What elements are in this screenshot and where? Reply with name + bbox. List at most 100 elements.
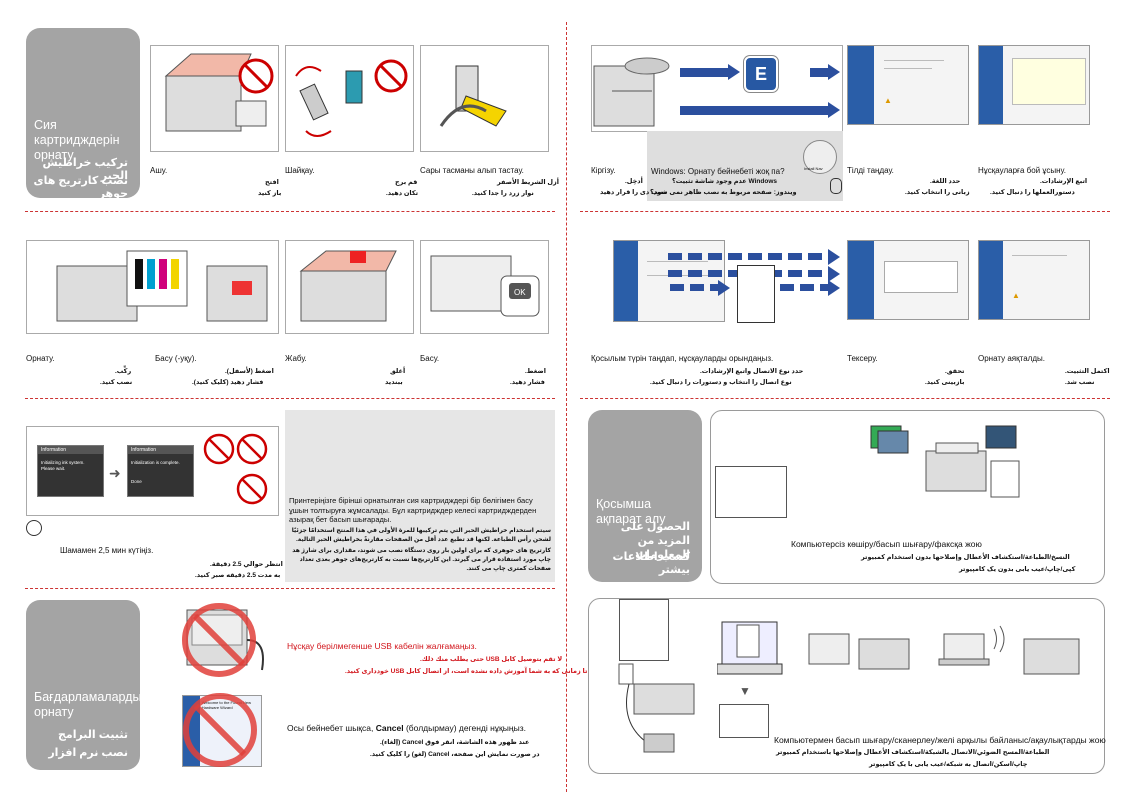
ink-install-title: Сия картридждерін орнату <box>34 118 120 162</box>
network-guide-panel: ▼ Компьютермен басып шығару/сканерлеу/же… <box>588 598 1106 774</box>
press-ok-illustration: OK <box>420 240 549 334</box>
step-press-down-kz: Басу (-уқу). <box>155 354 197 363</box>
install-navi-label: Install Nav <box>804 166 823 171</box>
cd-arrow-3-bar <box>680 106 830 115</box>
copy-without-computer-panel: Компьютерсіз көшіру/басып шығару/факсқа … <box>710 410 1105 584</box>
step-tape-ar2: نوار زرد را جدا کنید. <box>472 190 534 197</box>
step-lang-kz: Тілді таңдау. <box>847 166 894 175</box>
warning-icon: ▲ <box>884 96 892 105</box>
step-close-ar2: ببندید <box>385 379 403 386</box>
shake-cartridge-illustration <box>285 45 414 152</box>
fold-line-left-2 <box>25 398 555 399</box>
license-window <box>978 45 1090 125</box>
lcd-complete: Information Initialization is complete. … <box>127 445 194 497</box>
usb-warning-ar2: تا زمانی که به شما آموزش داده نشده است، … <box>345 668 588 675</box>
software-install-ar-2: نصب نرم افزار <box>48 747 128 759</box>
cd-arrow-2-bar <box>810 68 830 77</box>
step-press-kz: Басу. <box>420 354 440 363</box>
lcd-initializing: Information Initializing ink system. Ple… <box>37 445 104 497</box>
language-select-window: ▲ <box>847 45 969 125</box>
step-press-down-ar2: فشار دهید (کلیک کنید). <box>192 379 264 386</box>
step-connection-kz: Қосылым түрін таңдап, нұсқауларды орында… <box>591 354 774 363</box>
step-press-down-ar1: اضغط (لأسفل). <box>225 368 274 375</box>
check-window <box>847 240 969 320</box>
step-shake-ar1: قم برج <box>395 179 418 186</box>
cancel-instruction-kz: Осы бейнебет шықса, Cancel (болдырмау) д… <box>287 723 526 733</box>
copy-ar1: النسخ/الطباعة/استكشاف الأعطال وإصلاحها ب… <box>861 554 1070 561</box>
lcd2-line1: Initialization is complete. <box>131 460 180 465</box>
ink-note-kz: Принтеріңізге бірінші орнатылған сия кар… <box>289 496 537 524</box>
step-insert-ar1: أدخِل. <box>625 178 643 185</box>
dashed-arrow-middle-head <box>828 266 840 282</box>
license-text-area <box>1012 58 1086 105</box>
lcd2-done: Done <box>131 479 142 484</box>
software-install-ar-1: تثبيت البرامج <box>57 729 128 741</box>
insert-cd-illustration: E <box>591 45 843 132</box>
lcd-next-arrow: ➜ <box>109 465 121 481</box>
dashed-arrow-bottom-head <box>718 280 730 296</box>
step-connection-ar2: نوع اتصال را انتخاب و دستورات را دنبال ک… <box>650 379 792 386</box>
license-window-side <box>979 46 1004 124</box>
wait-time-ar2: به مدت 2.5 دقیقه صبر کنید. <box>195 572 281 579</box>
step-complete-kz: Орнату аяқталды. <box>978 354 1045 363</box>
finish-window-line <box>1012 255 1067 256</box>
close-scanner-illustration <box>285 240 414 334</box>
dashed-arrow-top <box>668 253 828 260</box>
epson-cd-icon: E <box>744 56 778 92</box>
cd-arrow-1-head <box>728 64 740 80</box>
ink-note-ar2: کارتریج های جوهری که برای اولین بار روی … <box>292 548 551 572</box>
step-lang-ar1: حدد اللغة. <box>930 178 961 185</box>
cancel-instruction-bold: Cancel <box>375 723 404 733</box>
step-check-ar1: تحقق. <box>945 368 965 375</box>
step-follow-ar1: اتبع الإرشادات. <box>1040 178 1088 185</box>
step-shake-kz: Шайқау. <box>285 166 315 175</box>
dashed-arrow-bottom-2 <box>780 284 828 291</box>
connection-window-line <box>647 261 708 262</box>
step-complete-ar2: نصب شد. <box>1065 379 1095 386</box>
fold-line-right-2 <box>580 398 1110 399</box>
wizard-title: Welcome to the Found New Hardware Wizard <box>201 700 252 710</box>
dashed-arrow-bottom-2-head <box>828 280 840 296</box>
fold-line-left-1 <box>25 211 555 212</box>
step-tape-kz: Сары тасманы алып тастау. <box>420 166 524 175</box>
network-kz: Компьютермен басып шығару/сканерлеу/желі… <box>774 735 1106 745</box>
step-open-ar1: افتح <box>265 179 279 186</box>
devices-network-illustration <box>804 614 1094 689</box>
network-ar2: چاپ/اسکن/اتصال به شبکه/عیب یابی با یک کا… <box>869 761 1028 768</box>
step-check-kz: Тексеру. <box>847 354 878 363</box>
install-navi-icon <box>803 140 837 174</box>
step-insert-ar2: نصب دی را قرار دهید <box>600 189 667 196</box>
printer-fax-illustration <box>609 659 709 759</box>
down-arrow-icon: ▼ <box>739 684 751 698</box>
step-follow-ar2: دستورالعملها را دنبال کنید. <box>990 189 1075 196</box>
copy-ar2: کپی/چاپ/عیب یابی بدون یک کامپیوتر <box>959 566 1076 573</box>
software-install-tab: Бағдарламаларды орнату تثبيت البرامج نصب… <box>26 600 142 770</box>
no-usb-illustration <box>172 600 267 680</box>
windows-note-line1: Windows عدم وجود شاشة تثبيت؟ <box>672 178 778 185</box>
remove-yellow-tape-illustration <box>420 45 549 152</box>
step-open-kz: Ашу. <box>150 166 168 175</box>
lcd-sequence-illustration: Information Initializing ink system. Ple… <box>26 426 279 516</box>
cancel-instruction-post: (болдырмау) дегенді нұқыңыз. <box>403 723 526 733</box>
more-info-tab: Қосымша ақпарат алу الحصول على المزيد من… <box>588 410 702 582</box>
step-press-ar2: فشار دهید. <box>510 379 545 386</box>
step-check-ar2: بازبینی کنید. <box>925 379 965 386</box>
printer-photos-illustration <box>866 421 1026 506</box>
windows-note-question: Windows: Орнату бейнебеті жоқ па? <box>651 167 785 176</box>
center-fold-line <box>566 22 567 792</box>
dashed-arrow-top-head <box>828 249 840 265</box>
manual-booklet-icon <box>737 265 775 323</box>
connection-window-side <box>614 241 639 321</box>
more-info-title: Қосымша ақпарат алу <box>596 497 666 526</box>
step-close-ar1: أغلق <box>390 368 406 375</box>
cd-arrow-3-head <box>828 102 840 118</box>
step-install-ar1: ركِّب. <box>115 368 132 375</box>
wait-time-kz: Шамамен 2,5 мин күтіңіз. <box>60 546 154 555</box>
cancel-instruction-ar2: در صورت نمایش این صفحه، Cancel (لغو) را … <box>370 751 540 758</box>
usb-warning-ar1: لا تقم بتوصيل كابل USB حتى يطلب منك ذلك. <box>420 656 563 663</box>
language-window-side <box>848 46 875 124</box>
usb-warning-kz: Нұсқау берілмегенше USB кабелін жалғамаң… <box>287 641 477 651</box>
ink-note-ar1: سيتم استخدام خراطيش الحبر التي يتم تركيب… <box>291 528 551 543</box>
software-install-title: Бағдарламаларды орнату <box>34 690 142 719</box>
ink-install-tab: Сия картридждерін орнату ترکیب خراطیش ال… <box>26 28 140 200</box>
